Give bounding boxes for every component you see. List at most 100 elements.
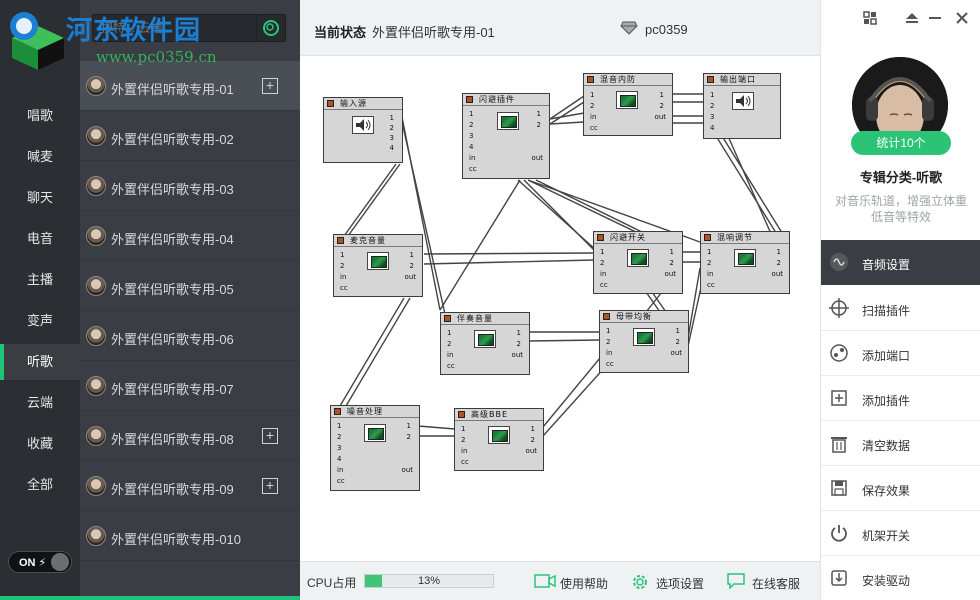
menu-rack-switch[interactable]: 机架开关 (821, 511, 980, 556)
port-label: 2 (606, 338, 611, 346)
list-item[interactable]: 外置伴侣听歌专用-02 (80, 111, 300, 161)
menu-scan-plugin[interactable]: 扫描插件 (821, 286, 980, 331)
add-icon[interactable]: + (262, 78, 278, 94)
node-output[interactable]: 输出端口 1 2 3 4 (703, 73, 781, 139)
avatar (86, 326, 106, 346)
nav-item[interactable]: 全部 (26, 477, 53, 492)
node-title: 闪避插件 (479, 95, 515, 104)
list-item-label: 外置伴侣听歌专用-05 (111, 282, 234, 297)
minimize-icon[interactable] (927, 10, 943, 26)
node-feedback-prevent[interactable]: 混音内防 1 2 in cc 1 2 out (583, 73, 673, 136)
node-title: 母带均衡 (616, 312, 652, 321)
menu-audio-settings[interactable]: 音频设置 (821, 240, 980, 285)
node-mic-volume[interactable]: 麦克音量 1 2 in cc 1 2 out (333, 234, 423, 297)
list-item[interactable]: 外置伴侣听歌专用-05 (80, 261, 300, 311)
port-label: cc (606, 360, 614, 368)
wave-icon (364, 424, 386, 442)
search-input[interactable] (101, 15, 251, 41)
rack-canvas[interactable]: 输入源 1 2 3 4 闪避插件 1 2 3 4 in cc 1 2 out 混… (300, 56, 820, 561)
count-badge: 统计10个 (851, 131, 951, 155)
support-link[interactable]: 在线客服 (726, 570, 806, 594)
list-item-active[interactable]: 外置伴侣听歌专用-01 + (80, 61, 300, 111)
watermark-url: www.pc0359.cn (96, 48, 217, 66)
menu-clear-data[interactable]: 清空数据 (821, 421, 980, 466)
search-box (92, 14, 264, 42)
eject-icon[interactable] (904, 10, 920, 26)
node-accompany-volume[interactable]: 伴奏音量 1 2 in cc 1 2 out (440, 312, 530, 375)
list-item-label: 外置伴侣听歌专用-01 (111, 82, 234, 97)
close-icon[interactable] (954, 10, 970, 26)
add-icon[interactable]: + (262, 478, 278, 494)
port-label: 4 (469, 143, 474, 151)
nav-item[interactable]: 喊麦 (26, 149, 53, 164)
list-item[interactable]: 外置伴侣听歌专用-04 (80, 211, 300, 261)
port-label: out (525, 447, 537, 455)
port-label: in (447, 351, 454, 359)
port-label: 2 (406, 433, 411, 441)
list-item[interactable]: 外置伴侣听歌专用-03 (80, 161, 300, 211)
avatar (86, 426, 106, 446)
nav-item[interactable]: 收藏 (26, 436, 53, 451)
nav-item[interactable]: 唱歌 (26, 108, 53, 123)
node-color-icon (704, 234, 711, 241)
list-item[interactable]: 外置伴侣听歌专用-06 (80, 311, 300, 361)
node-color-icon (707, 76, 714, 83)
port-label: 2 (675, 338, 680, 346)
wave-icon (616, 91, 638, 109)
options-link[interactable]: 选项设置 (630, 570, 710, 594)
nav-item-active[interactable]: 听歌 (0, 344, 80, 380)
power-toggle[interactable]: ON ⚡ (8, 551, 72, 573)
port-label: 1 (600, 248, 605, 256)
avatar (86, 526, 106, 546)
list-item-label: 外置伴侣听歌专用-04 (111, 232, 234, 247)
nav-item[interactable]: 主播 (26, 272, 53, 287)
port-label: in (340, 273, 347, 281)
port-label: cc (340, 284, 348, 292)
port-label: out (531, 154, 543, 162)
watermark-title: 河东软件园 (66, 16, 202, 46)
list-item[interactable]: 外置伴侣听歌专用-09 + (80, 461, 300, 511)
node-mother-balance[interactable]: 母带均衡 1 2 in cc 1 2 out (599, 310, 689, 373)
menu-add-port[interactable]: 添加端口 (821, 331, 980, 376)
list-item[interactable]: 外置伴侣听歌专用-010 (80, 511, 300, 561)
avatar (86, 476, 106, 496)
port-label: 1 (669, 248, 674, 256)
nav-item[interactable]: 云端 (26, 395, 53, 410)
search-button[interactable] (256, 14, 286, 42)
port-label: 1 (776, 248, 781, 256)
driver-icon (831, 570, 847, 586)
node-bbe[interactable]: 高级BBE 1 2 in cc 1 2 out (454, 408, 544, 471)
menu-add-plugin[interactable]: 添加插件 (821, 376, 980, 421)
menu-label: 安装驱动 (862, 574, 911, 588)
add-icon[interactable]: + (262, 428, 278, 444)
port-label: in (590, 113, 597, 121)
node-input[interactable]: 输入源 1 2 3 4 (323, 97, 403, 163)
help-label: 使用帮助 (560, 577, 609, 591)
nav-item[interactable]: 聊天 (26, 190, 53, 205)
port-label: 1 (461, 425, 466, 433)
menu-save-effect[interactable]: 保存效果 (821, 466, 980, 511)
nav-item[interactable]: 电音 (26, 231, 53, 246)
help-link[interactable]: 使用帮助 (534, 570, 614, 594)
node-color-icon (458, 411, 465, 418)
node-flash-switch[interactable]: 闪避开关 1 2 in cc 1 2 out (593, 231, 683, 294)
chat-icon (727, 573, 745, 590)
wave-icon (474, 330, 496, 348)
node-mix-adjust[interactable]: 混响调节 1 2 in cc 1 2 out (700, 231, 790, 294)
list-item-label: 外置伴侣听歌专用-02 (111, 132, 234, 147)
add-port-icon (830, 344, 848, 362)
node-flash-plugin[interactable]: 闪避插件 1 2 3 4 in cc 1 2 out (462, 93, 550, 179)
list-item[interactable]: 外置伴侣听歌专用-08 + (80, 411, 300, 461)
port-label: 1 (337, 422, 342, 430)
status-bar: 当前状态 外置伴侣听歌专用-01 pc0359 (300, 0, 820, 56)
port-label: 4 (337, 455, 342, 463)
node-noise-process[interactable]: 噪音处理 1 2 3 4 in cc 1 2 out (330, 405, 420, 491)
port-label: 3 (389, 134, 394, 142)
menu-install-driver[interactable]: 安装驱动 (821, 556, 980, 600)
port-label: cc (461, 458, 469, 466)
grid-icon[interactable] (862, 10, 878, 26)
list-item[interactable]: 外置伴侣听歌专用-07 (80, 361, 300, 411)
avatar (86, 276, 106, 296)
nav-item[interactable]: 变声 (26, 313, 53, 328)
port-label: out (664, 270, 676, 278)
